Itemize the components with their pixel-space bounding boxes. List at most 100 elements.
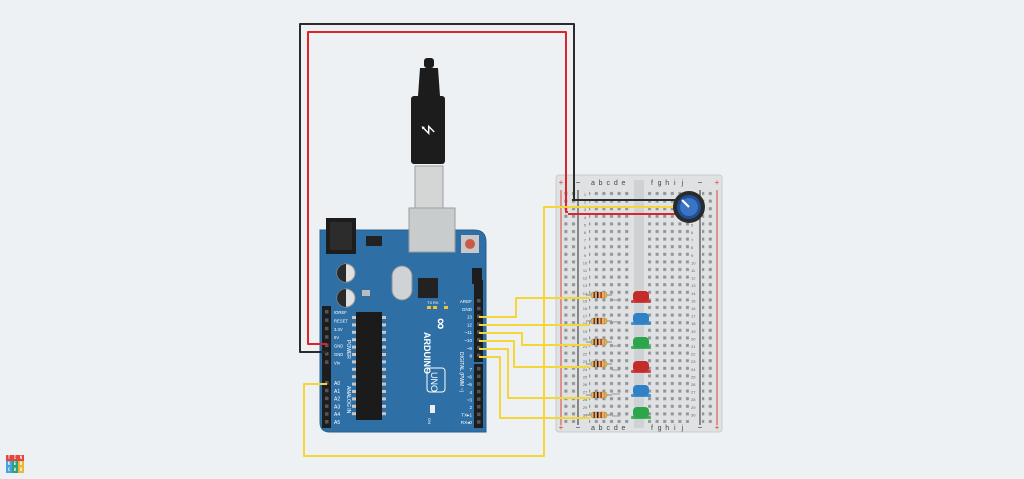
power-pin-label: IOREF bbox=[334, 310, 347, 315]
resistor-1[interactable] bbox=[586, 291, 612, 299]
analog-pin-hole[interactable] bbox=[325, 420, 329, 424]
resistor-5[interactable] bbox=[586, 391, 612, 399]
digital-pin-hole[interactable] bbox=[477, 405, 481, 409]
digital-pin-hole[interactable] bbox=[477, 345, 481, 350]
led-3-green[interactable] bbox=[612, 337, 651, 349]
chip-pin bbox=[382, 316, 386, 319]
row-number-9: 9 bbox=[584, 253, 587, 258]
column-label-a-bottom: a bbox=[591, 425, 595, 432]
usb-b-port[interactable] bbox=[408, 207, 456, 253]
terminal-strip-right[interactable] bbox=[648, 190, 689, 423]
row-number-3: 3 bbox=[584, 207, 587, 212]
digital-pin-hole[interactable] bbox=[477, 353, 481, 358]
digital-header-high[interactable] bbox=[474, 280, 483, 362]
rail-plus-label-br: + bbox=[715, 423, 720, 432]
digital-pin-label: TX▸1 bbox=[461, 413, 472, 418]
resistor-4[interactable] bbox=[586, 360, 612, 368]
row-number-18: 18 bbox=[583, 321, 588, 326]
power-header[interactable] bbox=[322, 306, 331, 378]
chip-pin bbox=[382, 404, 386, 408]
digital-pin-hole[interactable] bbox=[477, 412, 481, 417]
power-pin-label: 3.3V bbox=[334, 327, 343, 332]
icsp-header[interactable] bbox=[472, 268, 482, 284]
power-pin-hole[interactable] bbox=[325, 343, 329, 348]
column-label-e-bottom: e bbox=[621, 425, 625, 432]
row-number-2: 2 bbox=[584, 200, 587, 205]
digital-pin-hole[interactable] bbox=[477, 374, 481, 379]
row-number-right-21: 21 bbox=[691, 344, 696, 349]
wire-pin8[interactable] bbox=[479, 356, 590, 419]
digital-pin-hole[interactable] bbox=[477, 389, 481, 394]
wire-pin13[interactable] bbox=[479, 297, 590, 318]
row-number-24: 24 bbox=[583, 367, 588, 372]
row-number-right-8: 8 bbox=[691, 245, 694, 250]
usb-cable[interactable]: ⭍ bbox=[411, 58, 445, 209]
column-label-d: d bbox=[614, 180, 618, 187]
power-pin-hole[interactable] bbox=[325, 360, 329, 364]
column-label-j-bottom: j bbox=[681, 425, 684, 432]
led-1-red[interactable] bbox=[612, 291, 651, 303]
led-6-green[interactable] bbox=[612, 407, 651, 419]
voltage-regulator bbox=[366, 236, 382, 246]
row-number-22: 22 bbox=[583, 352, 588, 357]
digital-pin-hole[interactable] bbox=[477, 322, 481, 326]
resistor-3[interactable] bbox=[586, 338, 612, 346]
power-pin-label: GND bbox=[334, 352, 343, 357]
column-label-f-bottom: f bbox=[651, 425, 653, 432]
wire-5v-red[interactable] bbox=[307, 31, 568, 345]
analog-pin-hole[interactable] bbox=[325, 388, 329, 393]
chip-pin bbox=[352, 412, 356, 416]
digital-header-low[interactable] bbox=[474, 364, 483, 428]
power-pin-hole[interactable] bbox=[325, 318, 329, 322]
row-number-15: 15 bbox=[583, 298, 588, 303]
wire-pin11[interactable] bbox=[479, 332, 590, 346]
right-power-rail[interactable] bbox=[702, 190, 716, 423]
digital-pin-hole[interactable] bbox=[477, 314, 481, 319]
digital-pin-label: AREF bbox=[460, 299, 472, 304]
digital-pin-hole[interactable] bbox=[477, 397, 481, 401]
resistor-2[interactable] bbox=[586, 317, 612, 325]
digital-pin-hole[interactable] bbox=[477, 330, 481, 334]
column-label-e: e bbox=[621, 180, 625, 187]
chip-pin bbox=[352, 353, 356, 356]
power-pin-hole[interactable] bbox=[325, 335, 329, 339]
digital-pin-hole[interactable] bbox=[477, 382, 481, 386]
digital-pin-label: ~3 bbox=[467, 397, 473, 402]
analog-pin-label: A1 bbox=[334, 389, 340, 395]
row-number-6: 6 bbox=[584, 230, 587, 235]
left-power-rail[interactable] bbox=[563, 190, 577, 423]
l-led-label: L bbox=[444, 300, 447, 305]
row-number-right-16: 16 bbox=[691, 306, 696, 311]
power-pin-hole[interactable] bbox=[325, 352, 329, 356]
digital-pin-label: 8 bbox=[469, 354, 472, 359]
arduino-uno-board[interactable]: TX RX L ARDUINO ∞ UNO ON IOREFRESET3.3V5… bbox=[319, 207, 487, 433]
analog-header[interactable] bbox=[322, 378, 331, 428]
wire-pin10[interactable] bbox=[479, 340, 590, 368]
wire-a0-yellow[interactable] bbox=[303, 206, 680, 457]
digital-pin-hole[interactable] bbox=[477, 299, 481, 303]
chip-pin bbox=[382, 397, 386, 401]
digital-pin-hole[interactable] bbox=[477, 306, 481, 311]
power-pin-label: GND bbox=[334, 344, 343, 349]
analog-pin-hole[interactable] bbox=[325, 412, 329, 416]
led-4-red[interactable] bbox=[612, 361, 651, 373]
potentiometer[interactable] bbox=[673, 191, 705, 223]
wire-pin9[interactable] bbox=[479, 348, 590, 399]
led-5-blue[interactable] bbox=[612, 385, 651, 397]
led-2-blue[interactable] bbox=[612, 313, 651, 325]
row-number-right-11: 11 bbox=[691, 268, 696, 273]
chip-pin bbox=[352, 338, 356, 342]
power-pin-hole[interactable] bbox=[325, 326, 329, 331]
resistor-6[interactable] bbox=[586, 411, 612, 419]
analog-pin-hole[interactable] bbox=[325, 381, 329, 385]
digital-pin-hole[interactable] bbox=[477, 367, 481, 371]
terminal-strip-left[interactable] bbox=[589, 190, 630, 423]
analog-pin-hole[interactable] bbox=[325, 396, 329, 401]
power-pin-hole[interactable] bbox=[325, 310, 329, 314]
digital-pin-hole[interactable] bbox=[477, 338, 481, 342]
analog-pin-hole[interactable] bbox=[325, 404, 329, 408]
digital-pin-hole[interactable] bbox=[477, 420, 481, 424]
